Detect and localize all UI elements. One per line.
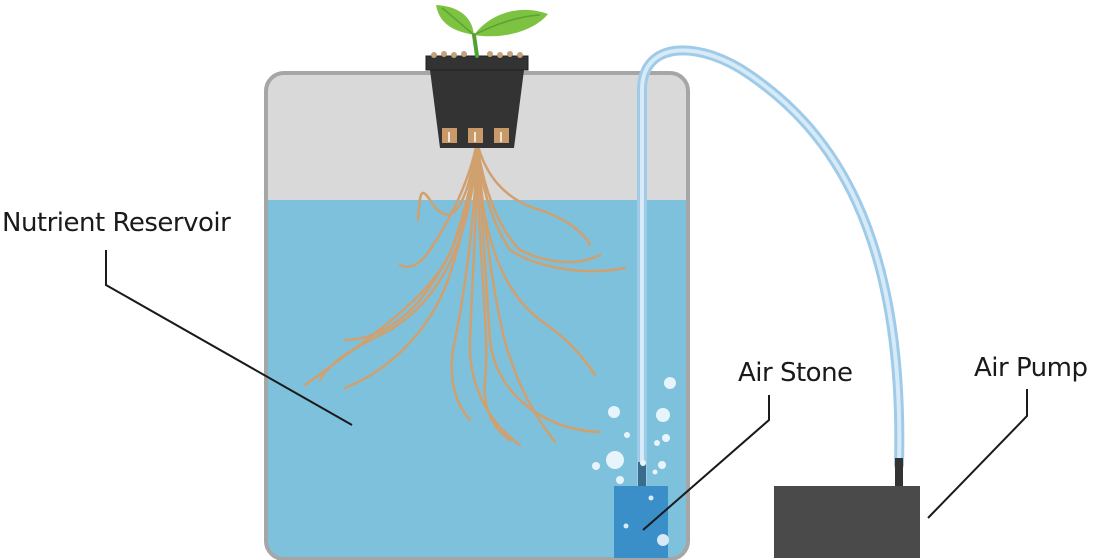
seedling (436, 5, 548, 58)
leader-lines (105, 250, 1028, 531)
air-tube (637, 45, 905, 497)
tube-connector-pump (895, 458, 903, 486)
air-stone (614, 486, 669, 558)
label-nutrient-reservoir: Nutrient Reservoir (2, 208, 231, 238)
leader-line-air-stone (642, 395, 770, 531)
leader-line-reservoir (105, 250, 353, 426)
growing-medium (431, 51, 523, 58)
air-pump (774, 486, 920, 558)
seedling-leaf-right (474, 9, 548, 37)
plant-roots (303, 140, 627, 447)
tube-connector-stone (638, 462, 646, 486)
label-air-pump: Air Pump (974, 353, 1088, 383)
air-bubbles (592, 377, 676, 484)
label-air-stone: Air Stone (738, 358, 853, 388)
leader-line-air-pump (927, 389, 1028, 519)
net-pot (425, 55, 529, 148)
